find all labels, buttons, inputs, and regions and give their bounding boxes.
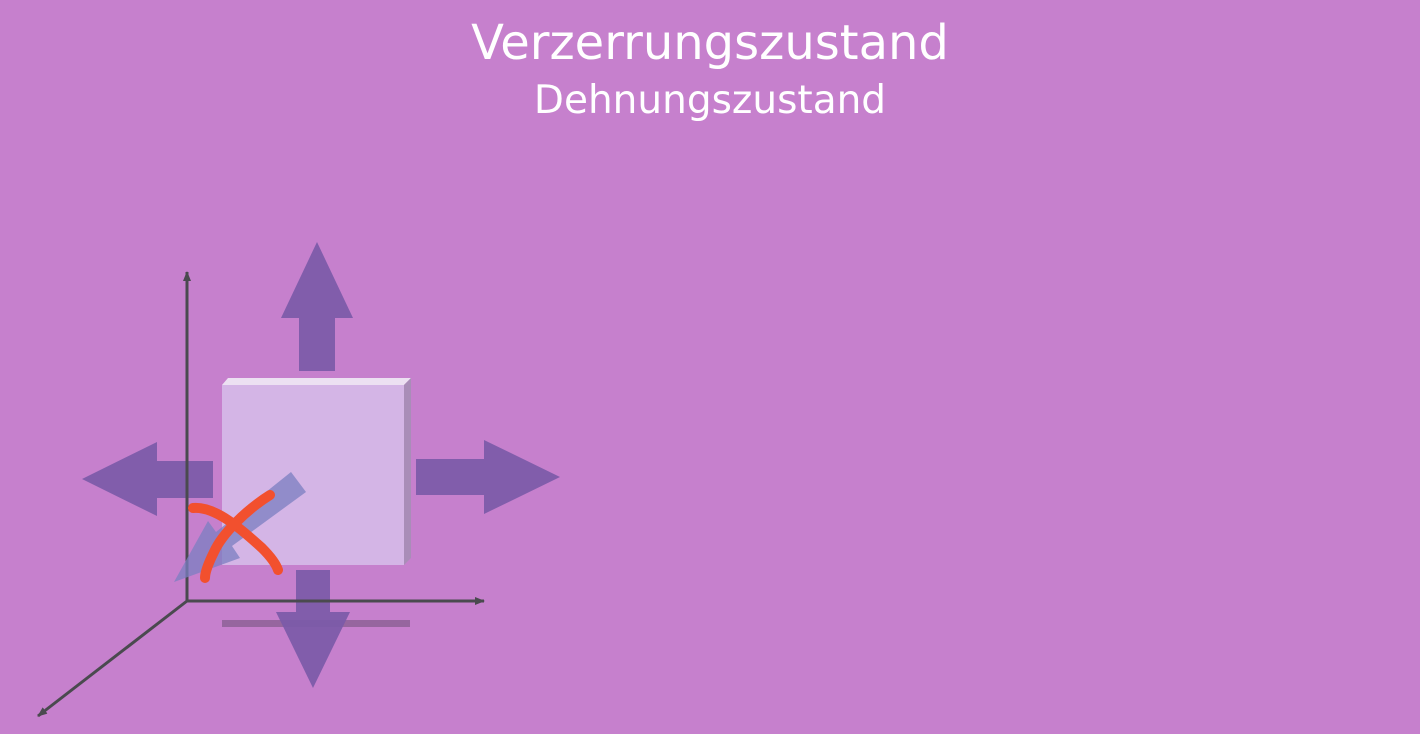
arrow-right-icon: [416, 440, 560, 514]
cube-side: [404, 378, 411, 565]
cross-mark-icon: [188, 490, 283, 583]
page-title: Verzerrungszustand: [471, 15, 949, 71]
arrow-down-icon: [276, 570, 350, 688]
coordinate-axes: [37, 271, 485, 718]
cube-top: [222, 378, 411, 385]
arrow-up-icon: [281, 242, 353, 371]
arrow-left-icon: [82, 442, 213, 516]
page-subtitle: Dehnungszustand: [533, 78, 887, 123]
z-axis: [37, 599, 188, 718]
